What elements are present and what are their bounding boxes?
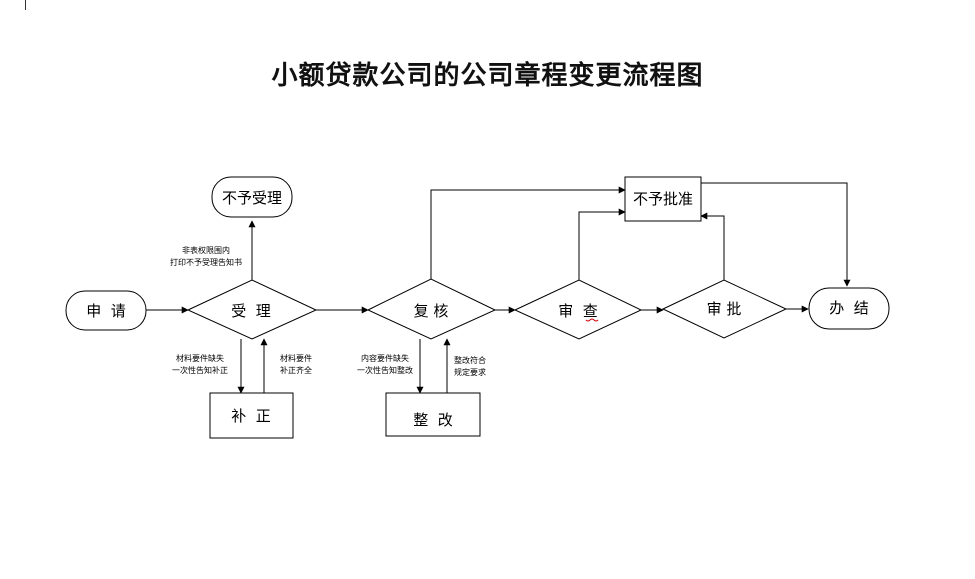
note-materials-missing-line2: 一次性告知补正: [172, 365, 228, 375]
node-complete-shape: [808, 287, 890, 330]
node-complete-label: 办 结: [829, 299, 869, 317]
page-title: 小额贷款公司的公司章程变更流程图: [271, 61, 704, 91]
node-reject-accept-label: 不予受理: [222, 189, 282, 207]
node-examine-label: 审 查: [558, 302, 598, 320]
node-rectify-label: 整 改: [413, 411, 453, 429]
note-content-missing-line1: 内容要件缺失: [361, 353, 409, 363]
note-rectify-ok-line2: 规定要求: [454, 367, 486, 377]
connectors: [146, 182, 851, 394]
edge-examine-disapprove: [578, 208, 626, 280]
node-accept-shape: [186, 279, 318, 340]
node-supplement-shape: [209, 392, 294, 439]
spellcheck-underline: [585, 318, 599, 322]
node-apply-shape: [65, 290, 147, 331]
node-disapprove-label: 不予批准: [633, 190, 693, 208]
edge-approve-disapprove: [700, 212, 725, 280]
edge-review-disapprove: [430, 186, 626, 279]
note-content-missing-line2: 一次性告知整改: [357, 365, 413, 375]
text-cursor-mark: [25, 0, 26, 10]
note-rectify-ok-line1: 整改符合: [454, 355, 486, 365]
note-materials-complete-line1: 材料要件: [280, 353, 312, 363]
edge-disapprove-complete: [701, 182, 851, 287]
note-out-of-scope-line2: 打印不予受理告知书: [170, 257, 242, 267]
node-rectify-shape: [385, 392, 481, 437]
node-review-shape: [366, 278, 497, 340]
node-supplement-label: 补 正: [231, 407, 271, 425]
node-approve-label: 审 批: [707, 300, 742, 318]
node-reject-accept-shape: [211, 176, 293, 218]
node-approve-shape: [661, 279, 788, 339]
note-out-of-scope-line1: 非表权限围内: [182, 245, 230, 255]
node-disapprove-shape: [624, 176, 702, 222]
note-materials-complete-line2: 补正齐全: [280, 365, 312, 375]
node-review-label: 复 核: [414, 302, 449, 320]
node-accept-label: 受 理: [231, 302, 271, 320]
node-examine-shape: [513, 279, 643, 340]
note-materials-missing-line1: 材料要件缺失: [176, 353, 224, 363]
node-apply-label: 申 请: [86, 302, 126, 320]
